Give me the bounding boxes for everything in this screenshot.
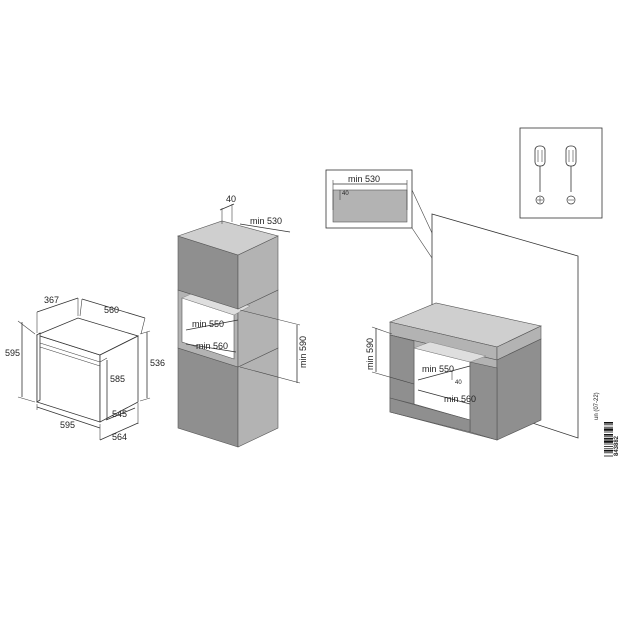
under-counter-drawing: min 590 min 550 40 min 560 — [365, 213, 579, 441]
tall-unit-drawing: 40 min 530 min 550 min 560 min 590 — [177, 194, 308, 448]
footer: un (07-22) 843882 — [594, 392, 620, 457]
tools-frame — [519, 127, 603, 219]
oven-side — [99, 335, 139, 423]
dim-367: 367 — [44, 295, 59, 305]
tools-box — [519, 127, 603, 219]
tall-dim-min550: min 550 — [192, 319, 224, 329]
dim-545: 545 — [112, 409, 127, 419]
cabinet-right-panel — [469, 361, 498, 441]
version-label: un (07-22) — [594, 392, 600, 420]
dim-560: 560 — [104, 305, 119, 315]
counter-dim-min560: min 560 — [444, 394, 476, 404]
dim-585: 585 — [110, 374, 125, 384]
tall-dim-min560: min 560 — [196, 341, 228, 351]
counter-dim-min550: min 550 — [422, 364, 454, 374]
dim-595-height: 595 — [5, 348, 20, 358]
tall-dim-min590: min 590 — [298, 336, 308, 368]
oven-drawing: 367 560 595 585 536 545 595 564 — [5, 295, 165, 442]
barcode-icon — [604, 422, 613, 457]
tall-dim-min530: min 530 — [250, 216, 282, 226]
detail-box: min 530 40 — [325, 169, 501, 361]
oven-door-edge — [36, 332, 41, 403]
detail-dim-min530: min 530 — [348, 174, 380, 184]
cabinet-niche-top — [413, 341, 487, 363]
cabinet-plinth — [389, 397, 471, 433]
cabinet-left-panel — [389, 334, 415, 405]
barcode-number: 843882 — [614, 435, 620, 456]
screwdriver-flat-icon — [565, 145, 577, 205]
dim-564: 564 — [112, 432, 127, 442]
tall-dim-40: 40 — [226, 194, 236, 204]
dim-536: 536 — [150, 358, 165, 368]
detail-dim-40: 40 — [342, 191, 349, 197]
screwdriver-phillips-icon — [534, 145, 546, 205]
counter-dim-min590: min 590 — [365, 338, 375, 370]
dim-595-width: 595 — [60, 420, 75, 430]
counter-dim-40: 40 — [455, 380, 462, 386]
tall-top — [177, 220, 279, 256]
